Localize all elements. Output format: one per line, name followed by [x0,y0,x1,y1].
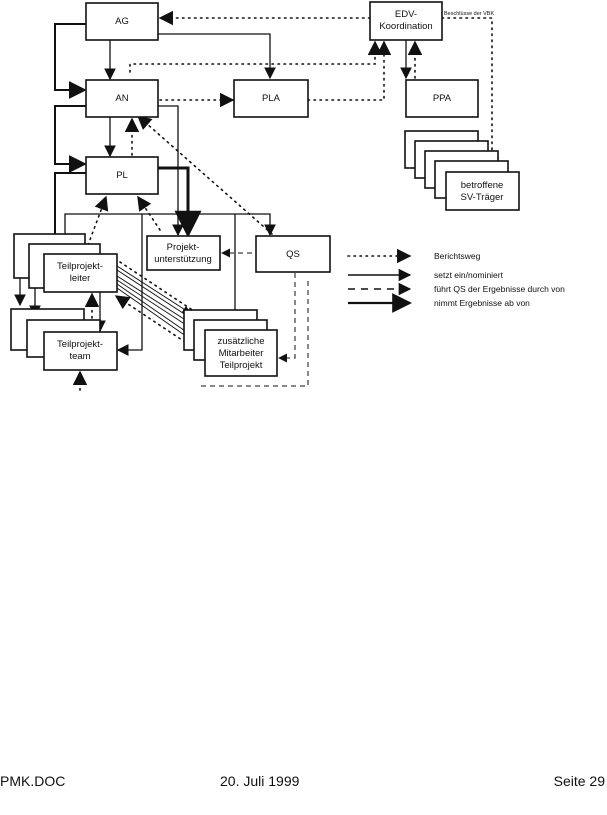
label-tpl-1: Teilprojekt- [57,261,103,272]
legend: Berichtsweg setzt ein/nominiert führt QS… [347,248,565,313]
box-ppa: PPA [405,79,479,118]
legend-item-dashed: führt QS der Ergebnisse durch von [348,282,565,296]
solid-connectors [14,23,412,356]
legend-item-dotted: Berichtsweg [347,248,481,264]
box-sv-stack [404,130,520,211]
box-pla: PLA [233,79,309,118]
footer-filename: PMK.DOC [0,773,66,789]
label-pu-1: Projekt- [167,242,200,253]
label-tpt-2: team [69,351,90,362]
box-tpt-stack [10,308,118,371]
legend-label-dashed: führt QS der Ergebnisse durch von [434,284,565,294]
legend-item-solid: setzt ein/nominiert [348,268,504,282]
legend-label-dotted: Berichtsweg [434,251,481,261]
label-ag: AG [115,16,129,27]
label-edv-1: EDV- [395,9,417,20]
label-zm-2: Mitarbeiter [219,348,264,359]
label-pl: PL [116,170,128,181]
box-pu: Projekt- unterstützung [146,235,221,271]
label-tpl-2: leiter [70,273,91,284]
footer-page: Seite 29 [553,773,605,789]
label-tpt-1: Teilprojekt- [57,339,103,350]
legend-label-solid: setzt ein/nominiert [434,270,504,280]
box-an: AN [85,79,159,118]
label-an: AN [115,93,128,104]
label-zm-1: zusätzliche [218,336,265,347]
annotation-vbk: Beschlüsse der VBK [444,11,494,17]
box-ag: AG [85,2,159,41]
label-pla: PLA [262,93,281,104]
label-qs: QS [286,249,300,260]
label-pu-2: unterstützung [154,254,212,265]
legend-item-double: nimmt Ergebnisse ab von [348,293,530,313]
label-edv-2: Koordination [379,21,432,32]
org-diagram: AG AN PL PLA EDV- Koordination Beschlüss… [10,1,565,391]
label-sv-1: betroffene [461,180,504,191]
box-zm-stack [183,309,278,377]
dotted-connectors [72,10,500,391]
label-sv-2: SV-Träger [461,192,504,203]
box-edv: EDV- Koordination [369,1,443,41]
box-pl: PL [85,156,159,195]
legend-label-double: nimmt Ergebnisse ab von [434,298,530,308]
box-qs: QS [255,235,331,273]
box-tpl-stack [13,233,118,293]
footer-date: 20. Juli 1999 [220,773,300,789]
label-ppa: PPA [433,93,452,104]
label-zm-3: Teilprojekt [220,360,263,371]
dashed-connectors [200,248,309,387]
